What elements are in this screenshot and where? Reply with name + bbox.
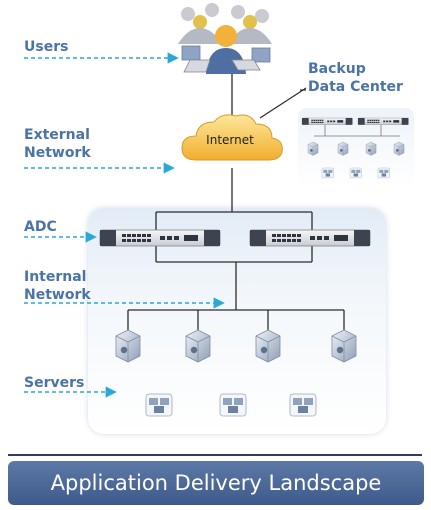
external-network-label: External Network [24,127,91,161]
users-label: Users [24,39,69,55]
backup-datacenter-label: Backup Data Center [308,61,403,95]
internet-cloud-icon [181,114,283,161]
server-icon [331,329,357,363]
adc-label: ADC [24,219,57,235]
virtual-server-icon [289,393,317,417]
adc-device-icon [249,229,371,247]
internal-network-label: Internal Network [24,269,91,303]
server-icon [115,329,141,363]
servers-label: Servers [24,375,85,391]
divider [8,454,422,456]
users-group-icon [178,3,272,74]
backup-link [259,87,307,119]
server-icon [185,329,211,363]
title-banner: Application Delivery Landscape [8,461,424,505]
backup-adc-devices-icon [301,117,409,179]
internet-label: Internet [206,133,254,147]
virtual-server-icon [145,393,173,417]
virtual-server-icon [219,393,247,417]
server-icon [255,329,281,363]
adc-device-icon [99,229,221,247]
network-diagram [24,3,409,417]
